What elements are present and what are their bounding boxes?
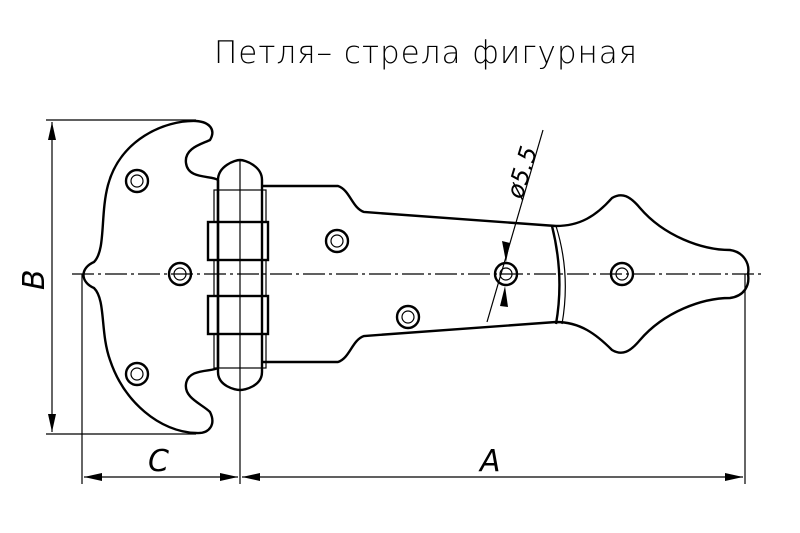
knuckle-barrel <box>216 158 264 392</box>
diameter-arrow <box>500 286 508 307</box>
mounting-hole <box>124 168 150 194</box>
knuckle-segment <box>213 259 267 297</box>
mounting-hole <box>167 261 193 287</box>
left-leaf-outline <box>82 119 219 435</box>
dimension-b-label: B <box>17 269 52 290</box>
mounting-hole <box>395 304 421 330</box>
dimension-arrow <box>84 473 102 481</box>
diameter-leader-line <box>486 129 544 323</box>
dimension-arrow <box>48 414 56 432</box>
strap-joint-line <box>550 225 561 325</box>
mounting-hole <box>493 261 519 287</box>
knuckle-segment <box>213 333 267 369</box>
drawing-title: Петля– стрела фигурная <box>214 35 638 71</box>
dimension-arrow <box>242 473 260 481</box>
right-strap-outline <box>262 184 750 364</box>
knuckle-segment <box>213 189 267 223</box>
dimension-arrow <box>48 122 56 140</box>
strap-joint-line <box>555 225 566 325</box>
hole-diameter-label: ø5.5 <box>501 143 544 203</box>
dimension-a-label: A <box>478 444 501 479</box>
diameter-arrow <box>502 241 510 262</box>
dimension-arrow <box>220 473 238 481</box>
mounting-hole <box>124 361 150 387</box>
mounting-hole <box>609 261 635 287</box>
mounting-hole <box>324 228 350 254</box>
dimension-arrow <box>725 473 743 481</box>
dimension-c-label: C <box>148 444 169 479</box>
